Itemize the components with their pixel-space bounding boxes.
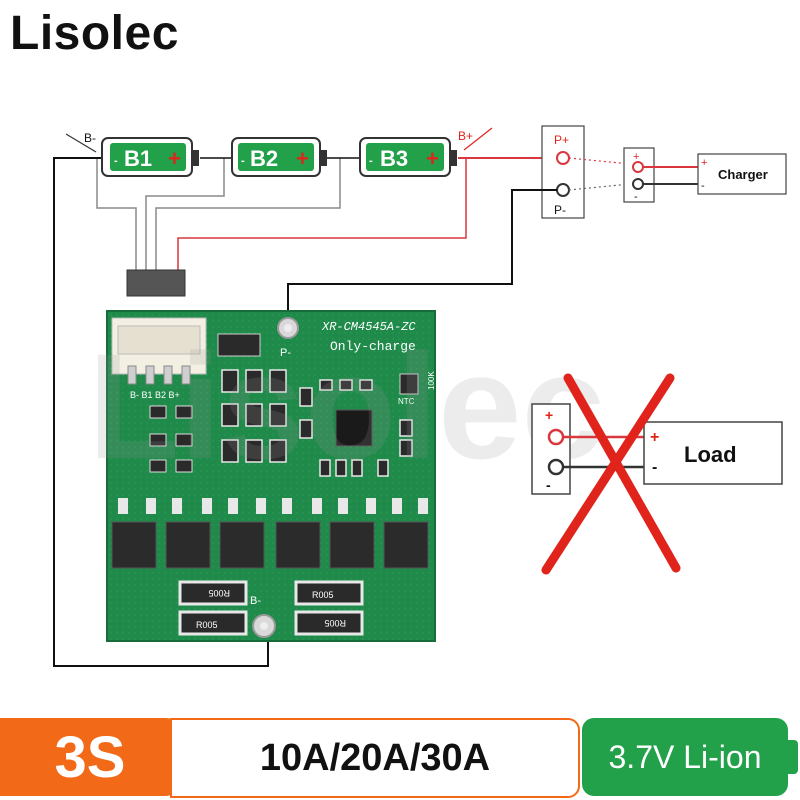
battery-b3: - B3 + [359,137,457,177]
b-plus-arrow [463,127,493,151]
load-minus: - [652,459,657,476]
battery-b1: - B1 + [101,137,199,177]
charger-plus: + [701,157,707,169]
charger-minus: - [701,180,705,192]
shunt-label-1: R005 [208,588,230,598]
charger-box: + - Charger [697,153,787,195]
load-diagram: + - + - Load [531,403,783,495]
board-b-minus-label: B- [250,595,261,607]
watermark: Lisolec [88,322,605,490]
board-mode: Only-charge [330,339,416,354]
board-ntc [399,373,419,395]
bms-board: B- B1 B2 B+ P- XR-CM4545A-ZC Only-charge [106,310,436,642]
balance-connector [126,269,186,297]
charger-connector-plus: + [633,151,639,163]
board-header-labels: B- B1 B2 B+ [130,390,180,400]
p-minus-wire [287,189,557,322]
balance-wires [96,158,341,270]
load-connector-minus: - [546,477,551,493]
battery-b2: - B2 + [231,137,327,177]
shunt-label-2: R005 [312,590,334,600]
p-terminal-block: P+ P- [541,125,585,219]
board-p-minus-label: P- [280,347,291,359]
p-plus-label: P+ [554,133,569,147]
battery-b2-plus: + [296,146,309,171]
charger-dotted-plus [568,157,631,165]
battery-b3-label: B3 [380,146,408,171]
wiring-diagram: B- - B1 + - B2 + - B3 + B+ P+ P- [53,125,787,667]
board-resistor-value: 100K [427,371,436,390]
battery-b3-plus: + [426,146,439,171]
load-label: Load [684,442,737,467]
battery-b3-minus: - [369,155,373,167]
battery-b2-minus: - [241,155,245,167]
battery-b2-label: B2 [250,146,278,171]
board-mosfets [111,498,429,569]
current-rating: 10A/20A/30A [170,718,580,798]
board-ic-chip [335,409,373,447]
cells-badge: 3S [0,718,180,796]
charger-connector-minus: - [634,191,638,203]
charger-dotted-minus [568,183,631,191]
voltage-badge: 3.7V Li-ion [582,718,788,796]
battery-b1-minus: - [114,155,118,167]
charger-label: Charger [718,167,768,182]
board-model: XR-CM4545A-ZC [321,320,416,334]
battery-b1-label: B1 [124,146,152,171]
load-plus: + [650,429,659,446]
p-minus-label: P- [554,203,566,217]
b-minus-arrow [65,133,97,153]
shunt-label-4: R005 [324,618,346,628]
board-diode [217,333,261,357]
b-plus-label: B+ [458,129,473,143]
battery-b1-plus: + [168,146,181,171]
battery-tip-icon [788,740,798,774]
load-connector-plus: + [545,407,553,423]
shunt-label-3: R005 [196,620,218,630]
board-small-components [221,369,413,477]
charger-connector: + - [623,147,655,203]
b-minus-wire [53,157,269,667]
brand-logo-text: Lisolec [10,7,179,60]
board-transistors [149,405,193,473]
load-cross-icon [541,373,681,575]
b-minus-label: B- [84,131,96,145]
board-ntc-label: NTC [398,397,415,406]
board-shunts: R005 R005 R005 R005 [178,580,364,636]
